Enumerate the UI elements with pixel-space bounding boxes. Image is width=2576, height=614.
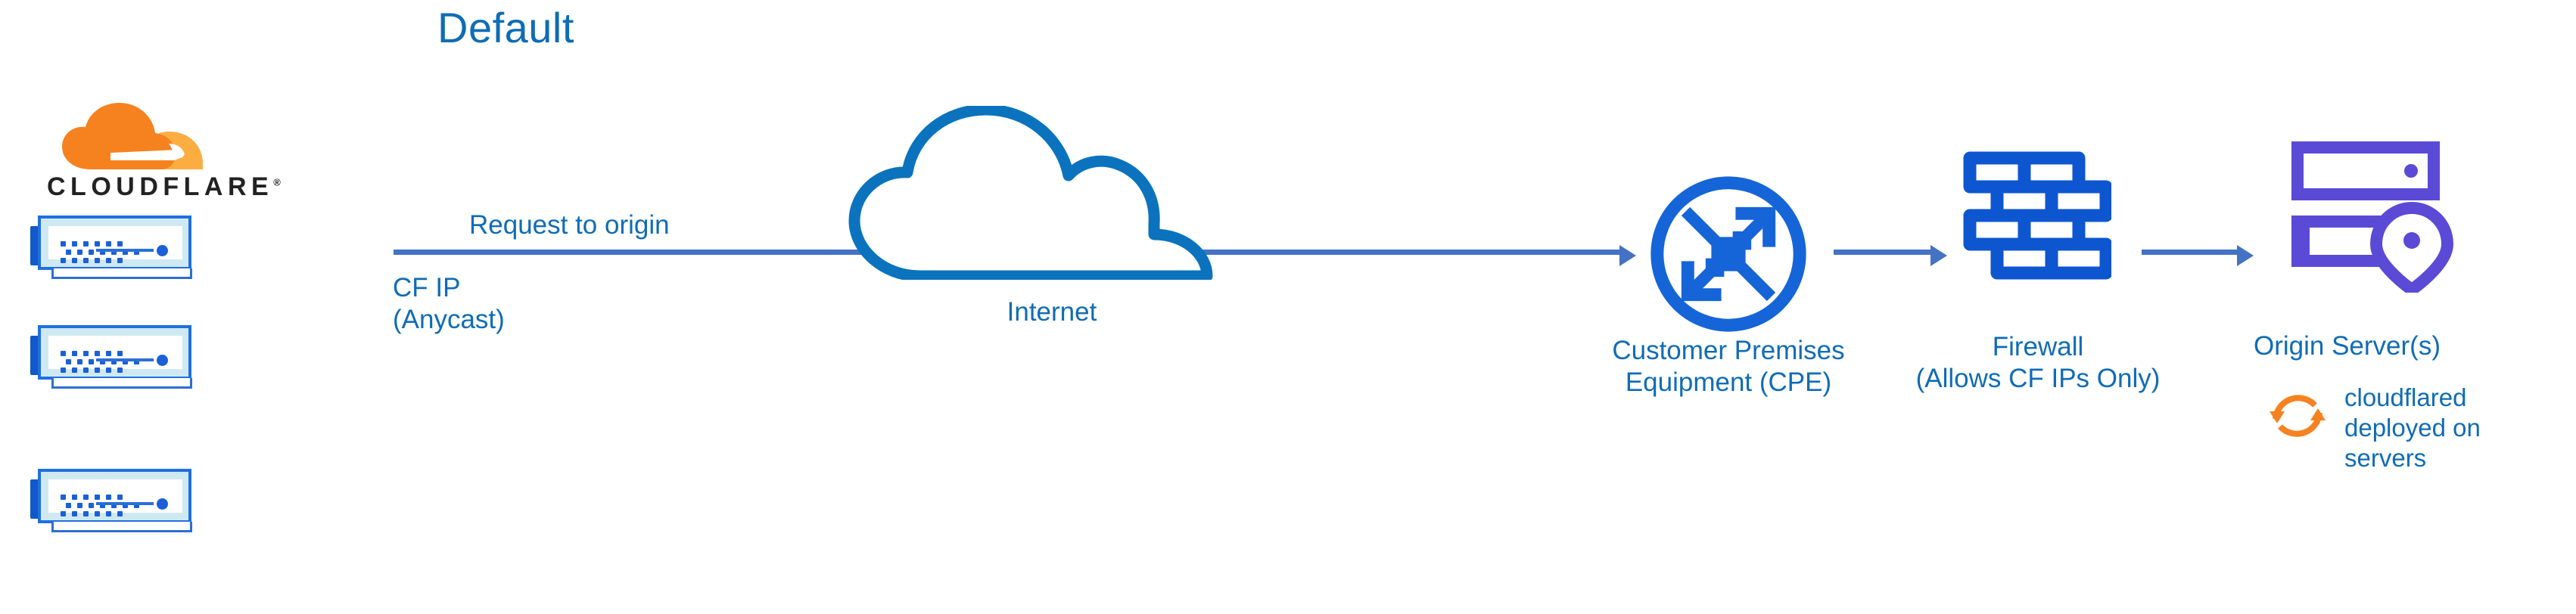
firewall-label-line2: (Allows CF IPs Only)	[1915, 364, 2161, 393]
port-row	[66, 498, 145, 508]
cloudflared-note-line2: deployed on	[2344, 414, 2481, 442]
device-status-led	[157, 498, 168, 510]
port-row	[61, 490, 145, 500]
device-chassis	[38, 469, 191, 523]
cloudflare-cloud-logo	[45, 97, 219, 188]
origin-server-label: Origin Server(s)	[2254, 331, 2441, 361]
device-status-led	[157, 245, 168, 256]
device-wire	[96, 502, 154, 505]
port-row	[61, 507, 145, 516]
cf-ip-label-line2: (Anycast)	[393, 305, 505, 334]
device-chassis	[38, 216, 191, 270]
cpe-label-line1: Customer Premises	[1612, 336, 1845, 365]
device-port-grid	[61, 346, 145, 373]
device-faceplate	[48, 336, 182, 373]
cpe-label-line2: Equipment (CPE)	[1625, 367, 1832, 397]
device-chassis	[38, 325, 191, 380]
port-row	[66, 245, 145, 255]
cpe-to-firewall-connector	[1834, 250, 1930, 255]
cf-edge-device-2	[30, 325, 198, 389]
arrow-right-icon	[2237, 245, 2254, 266]
sync-arrows-icon	[2265, 383, 2330, 448]
cf-ip-label-line1: CF IP	[393, 273, 461, 302]
request-to-origin-label: Request to origin	[469, 210, 670, 240]
registered-trademark-icon: ®	[273, 176, 281, 188]
device-base-rail	[51, 378, 192, 389]
port-row	[61, 237, 145, 247]
device-faceplate	[48, 226, 182, 263]
device-base-rail	[51, 268, 192, 279]
cloudflared-note-line1: cloudflared	[2344, 383, 2467, 411]
cf-edge-device-3	[30, 469, 198, 532]
device-port-grid	[61, 490, 145, 516]
device-port-grid	[61, 237, 145, 263]
device-faceplate	[48, 479, 182, 516]
cloudflare-wordmark: CLOUDFLARE®	[47, 172, 281, 202]
port-row	[61, 363, 145, 373]
device-wire	[96, 358, 154, 361]
device-wire	[96, 249, 154, 252]
router-icon	[1643, 169, 1814, 340]
firewall-label-line1: Firewall	[1992, 332, 2084, 361]
cloud-icon	[829, 104, 1275, 282]
cloudflared-note-line3: servers	[2344, 444, 2427, 472]
firewall-label-block: Firewall (Allows CF IPs Only)	[1868, 331, 2208, 395]
port-row	[61, 346, 145, 356]
cf-edge-device-1	[30, 216, 198, 279]
cpe-label-block: Customer Premises Equipment (CPE)	[1558, 335, 1899, 398]
brick-wall-icon	[1963, 151, 2113, 298]
firewall-to-origin-connector	[2142, 250, 2237, 255]
cloudflared-note: cloudflared deployed on servers	[2344, 383, 2541, 473]
server-rack-location-icon	[2291, 141, 2466, 297]
cloudflare-wordmark-text: CLOUDFLARE	[47, 172, 274, 201]
arrow-right-icon	[1930, 245, 1947, 266]
internet-label: Internet	[1006, 297, 1097, 327]
page-title: Default	[437, 4, 574, 51]
port-row	[66, 355, 145, 364]
port-row	[61, 253, 145, 263]
device-status-led	[157, 355, 168, 366]
device-base-rail	[51, 522, 192, 532]
arrow-right-icon	[1619, 245, 1636, 266]
